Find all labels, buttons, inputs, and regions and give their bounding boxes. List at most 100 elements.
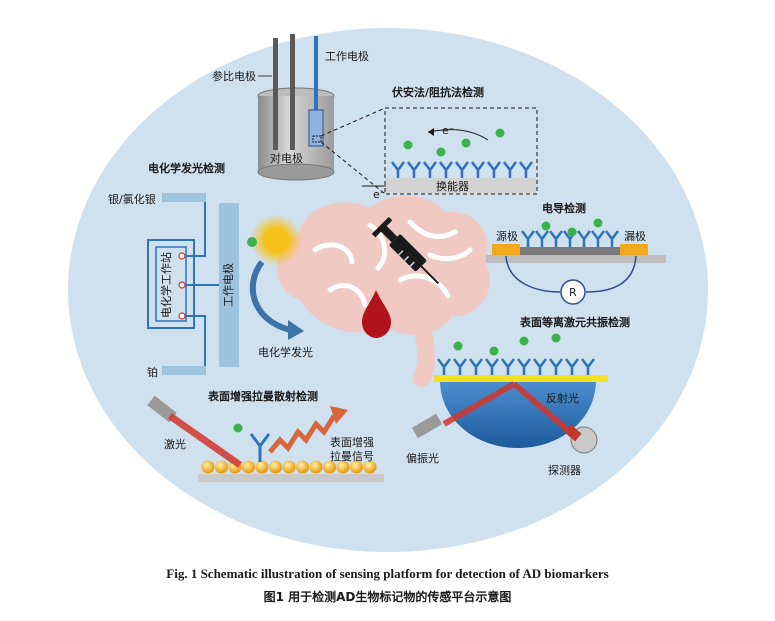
biomarker-dot — [489, 346, 499, 356]
laser-beam — [167, 413, 243, 468]
antibody-icon — [423, 161, 437, 178]
antibody-icon — [249, 433, 271, 462]
antibody-icon — [503, 161, 517, 178]
antibody-icon — [453, 358, 467, 375]
electron-label-bottom: e⁻ — [373, 188, 386, 201]
gold-nanoparticle — [363, 460, 377, 474]
biomarker-dot — [247, 237, 257, 247]
antibody-icon — [471, 161, 485, 178]
antibody-icon — [549, 358, 563, 375]
antibody-icon — [391, 161, 405, 178]
antibody-icon — [485, 358, 499, 375]
source-electrode — [492, 244, 520, 255]
sers-substrate — [198, 474, 384, 482]
workstation-label: 电化学工作站 — [159, 252, 173, 318]
gold-nanoparticle — [269, 460, 282, 474]
reflected-light-label: 反射光 — [546, 391, 579, 405]
antibody-icon — [455, 161, 469, 178]
biomarker-dot — [551, 333, 561, 343]
platinum-label: 铂 — [147, 365, 158, 379]
gold-nanoparticle — [201, 460, 215, 474]
ecl-title: 电化学发光检测 — [148, 161, 225, 175]
resistor-label: R — [569, 286, 577, 299]
biomarker-dot — [436, 147, 446, 157]
figure-caption-chinese: 图1 用于检测AD生物标记物的传感平台示意图 — [263, 590, 512, 604]
antibody-icon — [519, 161, 533, 178]
biomarker-dot — [403, 140, 413, 150]
antibody-icon — [535, 230, 549, 247]
syringe-icon — [371, 216, 439, 284]
sers-signal-line1: 表面增强 — [330, 435, 374, 449]
gold-nanoparticle — [309, 460, 323, 474]
resistor-icon — [560, 279, 586, 305]
biomarker-dot — [541, 221, 551, 231]
spr-title: 表面等离激元共振检测 — [519, 315, 630, 329]
antibody-row-spr — [437, 358, 595, 375]
biomarker-dot — [567, 227, 577, 237]
antibody-icon — [437, 358, 451, 375]
conductance-title: 电导检测 — [542, 201, 586, 215]
biomarker-dot — [453, 341, 463, 351]
gold-nanoparticle — [323, 460, 336, 474]
fet-circuit — [505, 255, 637, 293]
working-electrode-rod — [314, 36, 318, 112]
counter-electrode-label: 对电极 — [270, 151, 303, 165]
biomarker-dot — [593, 218, 603, 228]
electrochemical-cell — [257, 34, 335, 181]
sers-signal-line2: 拉曼信号 — [330, 449, 374, 463]
gold-nanoparticle — [336, 460, 350, 474]
antibody-icon — [501, 358, 515, 375]
sers-title: 表面增强拉曼散射检测 — [207, 389, 318, 403]
gold-nanoparticle — [215, 460, 228, 474]
detector-label: 探测器 — [548, 464, 581, 477]
biosensing-platform-diagram: 参比电极 工作电极 对电极 伏安法/阻抗法检测 换能器 e⁻ e⁻ 电化学发光检… — [68, 28, 708, 552]
biomarker-dot — [233, 423, 243, 433]
drain-electrode — [620, 244, 648, 255]
antibody-icon — [533, 358, 547, 375]
biomarker-dot — [519, 336, 529, 346]
electron-label-top: e⁻ — [442, 124, 455, 137]
ecl-emission-arrow-icon — [249, 260, 291, 333]
ecl-wiring — [183, 202, 219, 370]
transducer-label: 换能器 — [436, 179, 469, 193]
ecl-light-label: 电化学发光 — [258, 345, 313, 359]
reference-electrode-label: 参比电极 — [212, 69, 256, 83]
fet-substrate — [486, 255, 666, 263]
antibody-icon — [407, 161, 421, 178]
blood-drop-icon — [362, 290, 391, 338]
gold-nanoparticle — [242, 460, 255, 474]
antibody-icon — [577, 230, 591, 247]
platinum-electrode — [162, 366, 206, 375]
source-label: 源极 — [496, 229, 518, 243]
gold-nanoparticle — [255, 460, 269, 474]
ecl-working-electrode-label: 工作电极 — [221, 263, 235, 307]
antibody-icon — [487, 161, 501, 178]
brain-illustration — [276, 195, 490, 387]
antibody-icon — [469, 358, 483, 375]
transducer-bar — [386, 178, 536, 193]
antibody-icon — [565, 358, 579, 375]
silver-chloride-electrode — [162, 193, 206, 202]
antibody-icon — [605, 230, 619, 247]
biomarker-dot — [461, 138, 471, 148]
reference-electrode-rod — [273, 38, 278, 150]
ecl-luminophore — [263, 227, 289, 253]
antibody-row-voltammetry — [391, 161, 533, 178]
antibody-icon — [521, 230, 535, 247]
gold-nanoparticle — [296, 460, 309, 474]
counter-electrode-rod — [290, 34, 295, 150]
antibody-icon — [517, 358, 531, 375]
spr-beams — [442, 381, 572, 435]
biomarker-dot — [495, 128, 505, 138]
voltammetry-title: 伏安法/阻抗法检测 — [392, 85, 484, 99]
antibody-icon — [549, 230, 563, 247]
sers-nanoparticle-row — [201, 460, 377, 474]
antibody-icon — [591, 230, 605, 247]
polarizer-source — [411, 413, 443, 439]
raman-signal-wave-icon — [268, 414, 337, 454]
fet-channel — [520, 247, 620, 255]
voltammetry-zoom-box — [320, 107, 538, 195]
spr-prism — [440, 380, 596, 448]
drain-label: 漏极 — [624, 229, 646, 243]
spr-gold-film — [434, 375, 608, 382]
